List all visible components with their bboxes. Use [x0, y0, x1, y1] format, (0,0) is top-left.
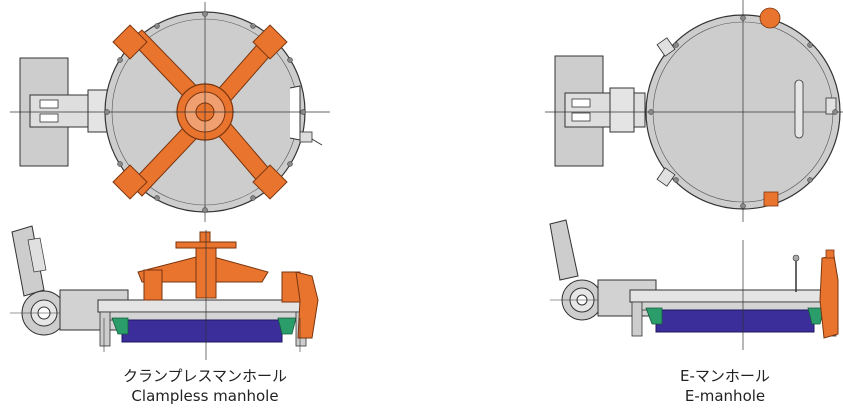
emanhole-label-en: E-manhole: [684, 387, 766, 405]
emanhole-section-view: [549, 219, 839, 350]
emanhole-caption: E-マンホール E-manhole: [580, 366, 843, 406]
clampless-section-view: [10, 225, 319, 360]
emanhole-plan-view: [545, 0, 843, 222]
emanhole-label-jp: E-マンホール: [680, 367, 770, 385]
clampless-caption: クランプレスマンホール Clampless manhole: [60, 366, 350, 406]
clampless-label-en: Clampless manhole: [131, 387, 279, 405]
gasket-right: [277, 317, 297, 335]
clampless-label-jp: クランプレスマンホール: [122, 367, 288, 385]
clampless-plan-view: [10, 2, 330, 222]
inner-cover: [121, 319, 283, 343]
gasket-left: [111, 317, 129, 335]
